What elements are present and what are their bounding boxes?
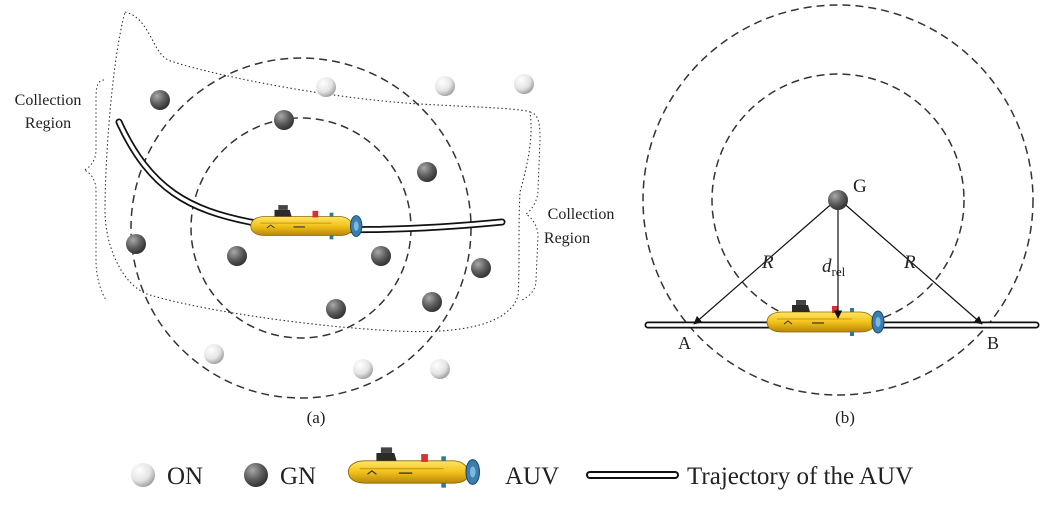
- point-b-label: B: [987, 333, 999, 353]
- on-node: [514, 74, 534, 94]
- legend-gn-icon: [244, 463, 268, 487]
- legend-on-icon: [131, 463, 155, 487]
- legend-trajectory-label: Trajectory of the AUV: [687, 463, 913, 490]
- gn-node: [371, 246, 391, 266]
- collection-region-boundary: [104, 11, 532, 333]
- radius-label-right: R: [903, 252, 916, 273]
- on-node: [430, 359, 450, 379]
- auv-trajectory: [115, 118, 506, 234]
- auv-vehicle: [250, 204, 363, 240]
- radius-arrow-right: [839, 199, 983, 325]
- gn-nodes: [126, 90, 491, 319]
- gn-node: [227, 246, 247, 266]
- gn-node-g: [828, 190, 848, 210]
- collection-region-label-left-2: Region: [25, 115, 71, 132]
- legend-auv-label: AUV: [505, 463, 559, 490]
- panel-b: G R R drel A B (b): [642, 4, 1040, 427]
- point-a-label: A: [678, 333, 691, 353]
- outer-range-circle-b: [642, 4, 1034, 396]
- on-node: [435, 76, 455, 96]
- on-node: [204, 344, 224, 364]
- on-node: [353, 359, 373, 379]
- legend-gn-label: GN: [280, 463, 316, 490]
- collection-region-label-right: Collection: [548, 206, 615, 223]
- radius-label-left: R: [761, 252, 774, 273]
- gn-node: [150, 90, 170, 110]
- radius-arrow-left: [693, 199, 837, 325]
- collection-region-label-left: Collection: [15, 92, 82, 109]
- collection-region-brace-left: [82, 79, 107, 301]
- gn-node: [422, 292, 442, 312]
- gn-node: [126, 234, 146, 254]
- node-g-label: G: [853, 176, 867, 197]
- legend: ON GN AUV Trajectory of the AUV: [131, 446, 913, 490]
- auv-vehicle-b: [766, 299, 885, 337]
- panel-a-caption: (a): [307, 408, 326, 427]
- on-nodes: [204, 74, 534, 379]
- distance-label: drel: [822, 256, 846, 279]
- on-node: [316, 77, 336, 97]
- panel-b-caption: (b): [835, 408, 855, 427]
- gn-node: [417, 162, 437, 182]
- legend-auv-icon: [347, 446, 481, 489]
- panel-a: Collection Region Collection Region (a): [15, 11, 615, 427]
- legend-on-label: ON: [167, 463, 203, 490]
- collection-region-label-right-2: Region: [544, 230, 590, 247]
- gn-node: [471, 258, 491, 278]
- gn-node: [326, 299, 346, 319]
- gn-node: [274, 110, 294, 130]
